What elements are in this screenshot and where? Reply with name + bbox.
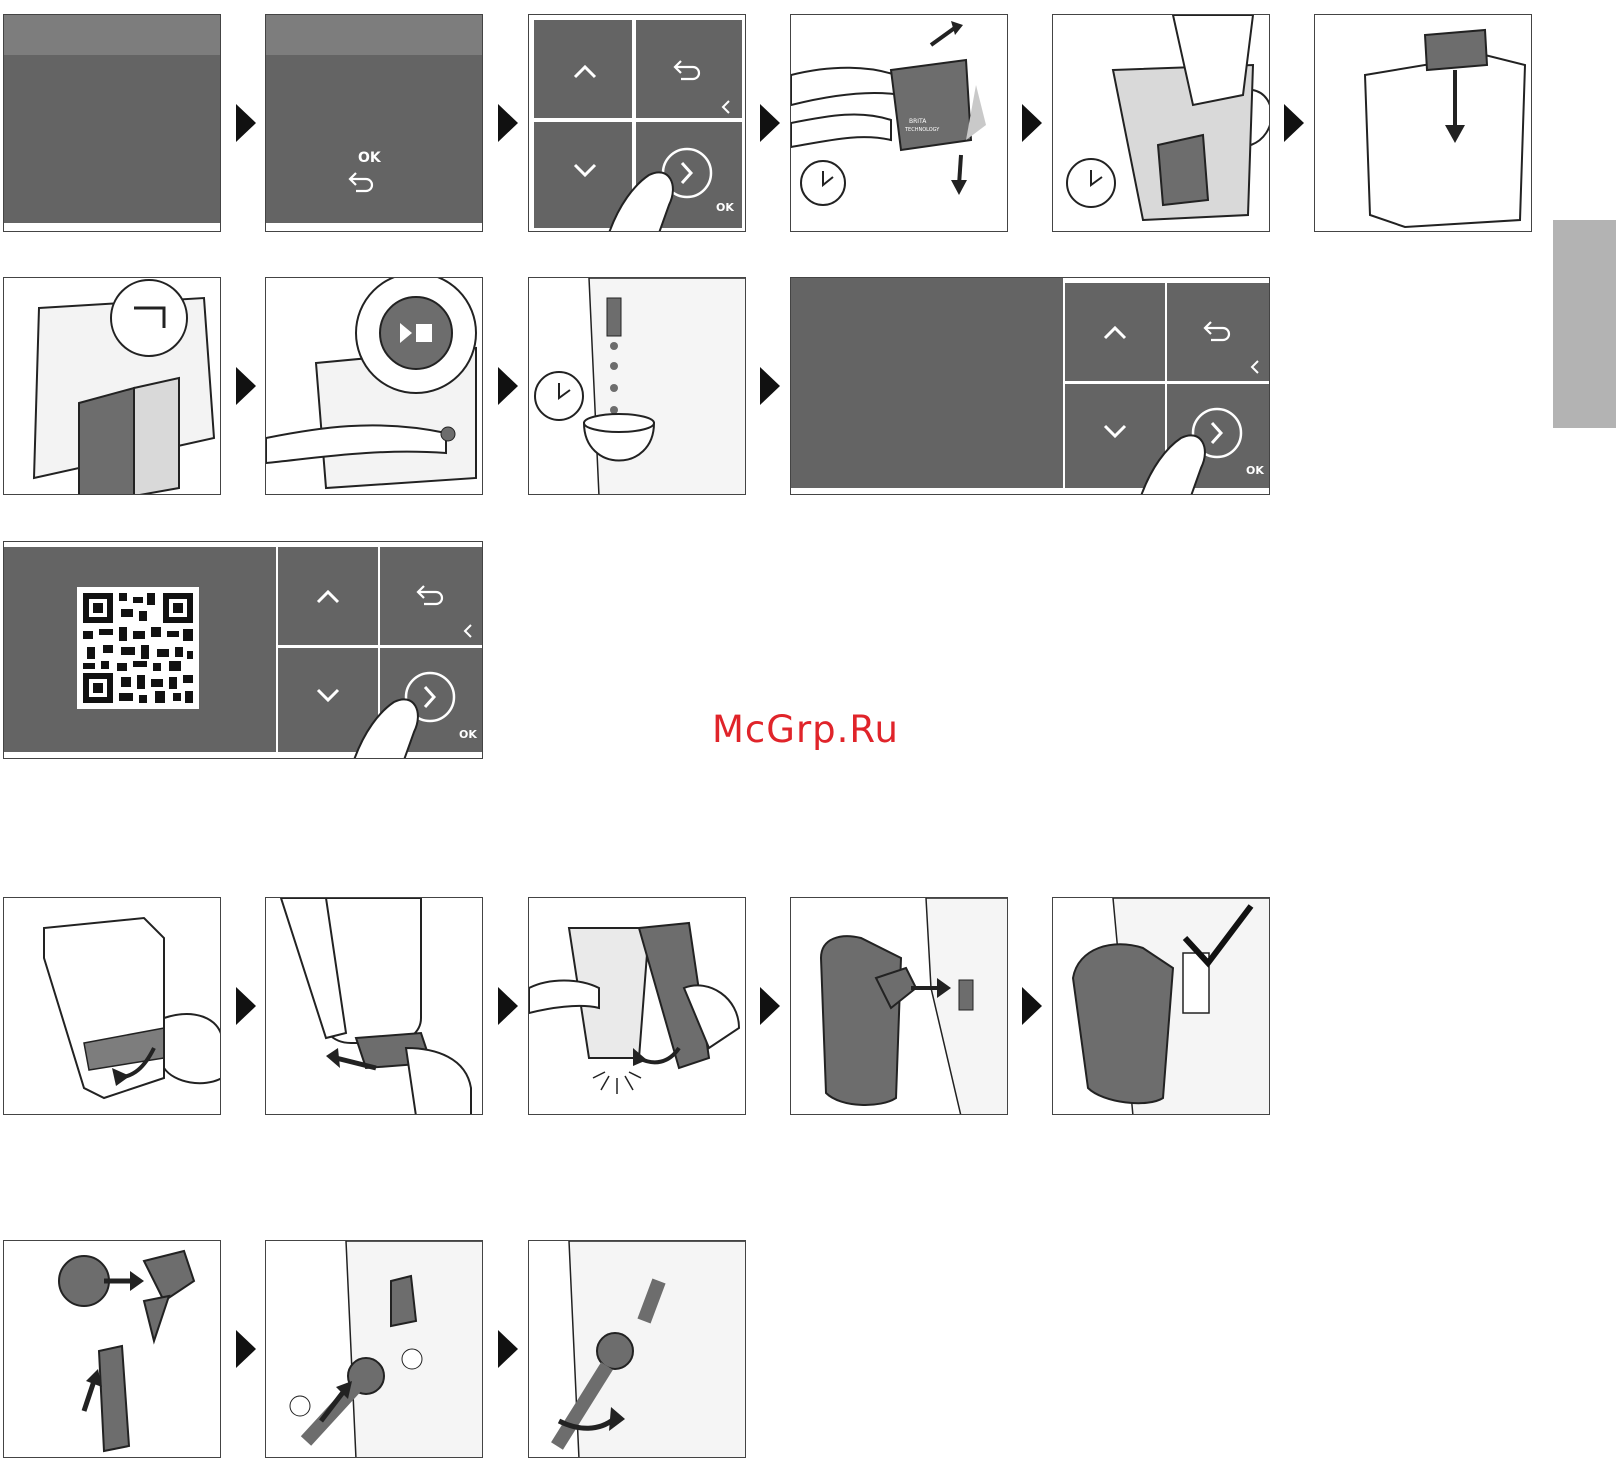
qr-code xyxy=(77,587,199,709)
ok-label: OK xyxy=(1246,464,1264,477)
step-fill-tank xyxy=(3,277,221,495)
step-arrow xyxy=(498,987,518,1025)
step-display-empty xyxy=(3,14,221,232)
step-arrow xyxy=(760,987,780,1025)
back-arrow-icon xyxy=(350,173,372,191)
ok-label: OK xyxy=(358,150,382,166)
water-filter xyxy=(891,60,971,150)
step-filter-installed xyxy=(1052,897,1270,1115)
step-attach-filter-adapter xyxy=(790,897,1008,1115)
step-display-ok-back: OK xyxy=(265,14,483,232)
svg-text:TECHNOLOGY: TECHNOLOGY xyxy=(904,127,940,133)
tap-icon xyxy=(111,280,187,356)
step-shake-filter: BRITA TECHNOLOGY xyxy=(790,14,1008,232)
step-arrow xyxy=(498,104,518,142)
step-display-qr-keypad: OK xyxy=(3,541,483,759)
section-side-tab xyxy=(1553,220,1616,428)
step-arrow xyxy=(236,367,256,405)
step-arrow xyxy=(760,104,780,142)
step-arrow xyxy=(498,1330,518,1368)
step-arrow xyxy=(236,1330,256,1368)
step-display-keypad-wide: OK xyxy=(790,277,1270,495)
step-arrow xyxy=(1022,104,1042,142)
timer-icon xyxy=(1067,159,1115,207)
step-remove-filter-tape xyxy=(3,897,221,1115)
water-tank xyxy=(1365,55,1525,227)
watermark: McGrp.Ru xyxy=(712,708,899,751)
step-arrow xyxy=(498,367,518,405)
step-arrow xyxy=(1022,987,1042,1025)
step-arrow xyxy=(236,987,256,1025)
filter xyxy=(821,936,901,1105)
step-attach-nozzle xyxy=(265,1240,483,1458)
timer-icon xyxy=(801,161,845,205)
step-touch-keypad: OK xyxy=(528,14,746,232)
timer-icon xyxy=(535,372,583,420)
step-soak-filter xyxy=(1052,14,1270,232)
step-press-start xyxy=(265,277,483,495)
ok-label: OK xyxy=(459,728,477,741)
step-arrow xyxy=(1284,104,1304,142)
step-insert-filter-tank xyxy=(1314,14,1532,232)
step-remove-filter-cap xyxy=(265,897,483,1115)
ok-label: OK xyxy=(716,201,734,214)
step-arrow xyxy=(236,104,256,142)
step-assemble-nozzle xyxy=(3,1240,221,1458)
step-rinse-filter-cap xyxy=(528,897,746,1115)
step-arrow xyxy=(760,367,780,405)
step-rotate-nozzle xyxy=(528,1240,746,1458)
svg-text:BRITA: BRITA xyxy=(909,118,927,125)
step-dispense-water xyxy=(528,277,746,495)
